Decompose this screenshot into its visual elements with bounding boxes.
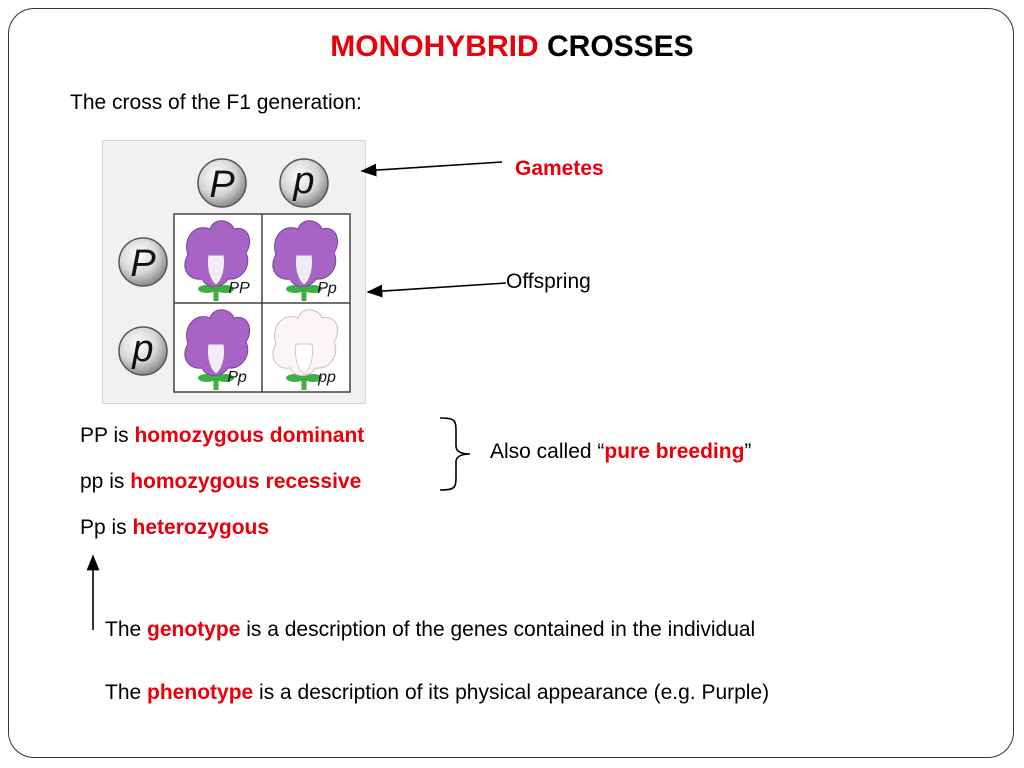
slide-title: MONOHYBRID CROSSES <box>0 30 1024 64</box>
also-called-prefix: Also called “ <box>490 440 605 463</box>
note-term: genotype <box>147 618 241 641</box>
cell-genotype-label: PP <box>228 280 250 297</box>
gamete-ball-row-1: P <box>118 237 168 287</box>
cell-genotype-label: Pp <box>317 280 337 297</box>
white-flower-icon <box>272 309 338 390</box>
title-part-monohybrid: MONOHYBRID <box>330 30 539 63</box>
purple-flower-icon <box>184 220 250 301</box>
punnett-square-drawing: P p P p PP Pp <box>118 158 351 393</box>
gamete-label: p <box>131 328 153 370</box>
gamete-label: P <box>130 243 156 285</box>
definition-heterozygous: Pp is heterozygous <box>80 516 269 540</box>
purple-flower-icon <box>184 309 250 390</box>
gamete-label: P <box>209 164 235 206</box>
gametes-label: Gametes <box>515 157 604 180</box>
gamete-ball-col-2: p <box>279 158 329 208</box>
note-suffix: is a description of its physical appeara… <box>253 681 770 704</box>
punnett-square: P p P p PP Pp <box>102 140 366 404</box>
gamete-ball-col-1: P <box>197 158 247 208</box>
also-called-note: Also called “pure breeding” <box>490 440 751 464</box>
phenotype-note: The phenotype is a description of its ph… <box>105 681 769 705</box>
gamete-ball-row-2: p <box>118 326 168 376</box>
purple-flower-icon <box>272 220 338 301</box>
definition-term: heterozygous <box>132 516 270 539</box>
genotype-note: The genotype is a description of the gen… <box>105 618 755 642</box>
cell-genotype-label: Pp <box>227 369 247 386</box>
note-prefix: The <box>105 681 148 704</box>
definition-prefix: PP is <box>80 424 135 447</box>
definition-prefix: Pp is <box>80 516 133 539</box>
note-prefix: The <box>105 618 148 641</box>
note-term: phenotype <box>147 681 254 704</box>
also-called-term: pure breeding <box>604 440 745 463</box>
definition-pp-recessive: pp is homozygous recessive <box>80 470 361 494</box>
offspring-label: Offspring <box>506 270 591 293</box>
definition-pp-dominant: PP is homozygous dominant <box>80 424 364 448</box>
subtitle: The cross of the F1 generation: <box>70 91 362 114</box>
definition-prefix: pp is <box>80 470 131 493</box>
title-part-crosses: CROSSES <box>546 30 694 63</box>
gamete-label: p <box>292 160 314 202</box>
note-suffix: is a description of the genes contained … <box>240 618 756 641</box>
definition-term: homozygous recessive <box>130 470 362 493</box>
cell-genotype-label: pp <box>317 369 336 386</box>
definition-term: homozygous dominant <box>134 424 365 447</box>
also-called-suffix: ” <box>744 440 752 463</box>
